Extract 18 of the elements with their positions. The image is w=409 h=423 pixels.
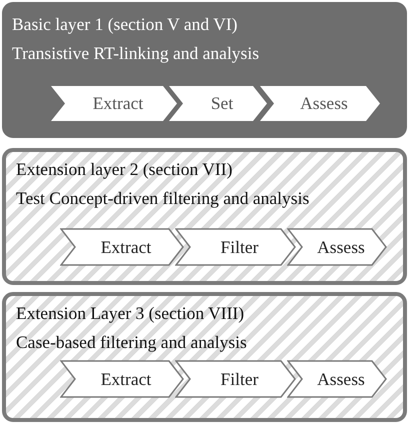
process-step: Assess bbox=[259, 85, 381, 122]
layer-heading: Extension layer 2 (section VII) bbox=[16, 159, 232, 179]
layer-heading: Basic layer 1 (section V and VI) bbox=[12, 14, 238, 34]
process-step: Assess bbox=[287, 228, 387, 266]
process-step: Extract bbox=[60, 360, 184, 398]
process-step: Extract bbox=[50, 85, 178, 122]
layer-description: Transistive RT-linking and analysis bbox=[12, 43, 260, 63]
process-step: Set bbox=[168, 85, 268, 122]
layer-panel bbox=[2, 292, 407, 422]
process-step: Extract bbox=[60, 228, 184, 266]
process-step: Filter bbox=[175, 228, 296, 266]
layer-panel bbox=[2, 148, 407, 285]
layer-description: Case-based filtering and analysis bbox=[16, 332, 247, 352]
layer-heading: Extension Layer 3 (section VIII) bbox=[16, 303, 244, 323]
layer-panel bbox=[2, 2, 407, 138]
layer-description: Test Concept-driven filtering and analysis bbox=[16, 188, 310, 208]
process-step: Filter bbox=[175, 360, 296, 398]
process-step: Assess bbox=[287, 360, 387, 398]
